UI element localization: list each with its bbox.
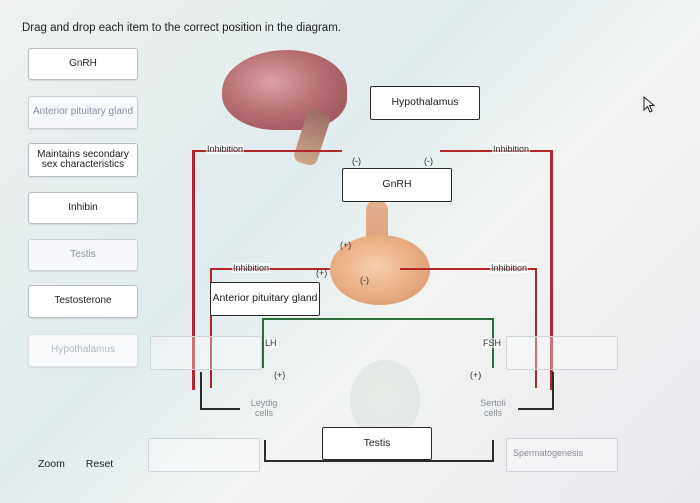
drag-item-inhibin[interactable]: Inhibin bbox=[28, 192, 138, 224]
inhibition-line-left bbox=[192, 150, 195, 390]
label-lh: LH bbox=[264, 338, 278, 348]
feedback-line-right-bottom bbox=[518, 408, 554, 410]
sign-positive-1: (+) bbox=[340, 240, 352, 250]
inhibition-line-mid-right bbox=[400, 268, 535, 270]
sign-negative-1: (-) bbox=[352, 156, 361, 166]
diagram-box-testis: Testis bbox=[322, 427, 432, 460]
sign-positive-lh: (+) bbox=[274, 370, 286, 380]
stimulation-line-lh bbox=[262, 318, 264, 368]
diagram-box-gnrh: GnRH bbox=[342, 168, 452, 202]
pituitary-illustration bbox=[330, 235, 430, 305]
feedback-line-left-bottom bbox=[200, 408, 240, 410]
drag-item-testosterone[interactable]: Testosterone bbox=[28, 285, 138, 318]
instruction-text: Drag and drop each item to the correct p… bbox=[22, 22, 341, 34]
label-leydig-cells: Leydig cells bbox=[250, 398, 278, 418]
sign-positive-fsh: (+) bbox=[470, 370, 482, 380]
testis-line-bottom bbox=[264, 460, 494, 462]
inhibition-label-top-left: Inhibition bbox=[206, 144, 245, 154]
label-spermatogenesis: Spermatogenesis bbox=[513, 448, 584, 458]
diagram-box-hypothalamus: Hypothalamus bbox=[370, 86, 480, 120]
feedback-line-right bbox=[552, 372, 554, 410]
inhibition-label-mid-left: Inhibition bbox=[232, 263, 271, 273]
inhibition-line-top-left bbox=[192, 150, 342, 152]
diagram-box-anterior-pituitary: Anterior pituitary gland bbox=[210, 282, 320, 316]
footer-controls: Zoom Reset bbox=[38, 458, 131, 470]
reset-button[interactable]: Reset bbox=[85, 458, 114, 470]
inhibition-label-top-right: Inhibition bbox=[492, 144, 531, 154]
sign-negative-2: (-) bbox=[424, 156, 433, 166]
inhibition-line-left-inner bbox=[210, 268, 212, 388]
zoom-button[interactable]: Zoom bbox=[38, 458, 65, 470]
sign-negative-3: (-) bbox=[360, 275, 369, 285]
label-fsh: FSH bbox=[482, 338, 502, 348]
drop-zone-right[interactable] bbox=[506, 336, 618, 370]
drag-item-anterior-pituitary[interactable]: Anterior pituitary gland bbox=[28, 96, 138, 129]
testis-illustration bbox=[350, 360, 420, 440]
drop-zone-bottom-left[interactable] bbox=[148, 438, 260, 472]
testis-line-right bbox=[492, 440, 494, 462]
inhibition-label-mid-right: Inhibition bbox=[490, 263, 529, 273]
inhibition-line-right bbox=[550, 150, 553, 390]
drag-item-maintains-secondary-sex[interactable]: Maintains secondary sex characteristics bbox=[28, 143, 138, 177]
testis-line-left bbox=[264, 440, 266, 462]
label-sertoli-cells: Sertoli cells bbox=[480, 398, 506, 418]
stimulation-line-top bbox=[262, 318, 494, 320]
drop-zone-left[interactable] bbox=[150, 336, 262, 370]
feedback-line-left bbox=[200, 372, 202, 410]
mouse-pointer-icon bbox=[643, 96, 656, 113]
drop-zone-bottom-right[interactable] bbox=[506, 438, 618, 472]
sign-positive-2: (+) bbox=[316, 268, 328, 278]
drag-item-testis[interactable]: Testis bbox=[28, 239, 138, 271]
drag-item-hypothalamus[interactable]: Hypothalamus bbox=[28, 334, 138, 367]
drag-item-gnrh[interactable]: GnRH bbox=[28, 48, 138, 80]
inhibition-line-right-inner bbox=[535, 268, 537, 388]
